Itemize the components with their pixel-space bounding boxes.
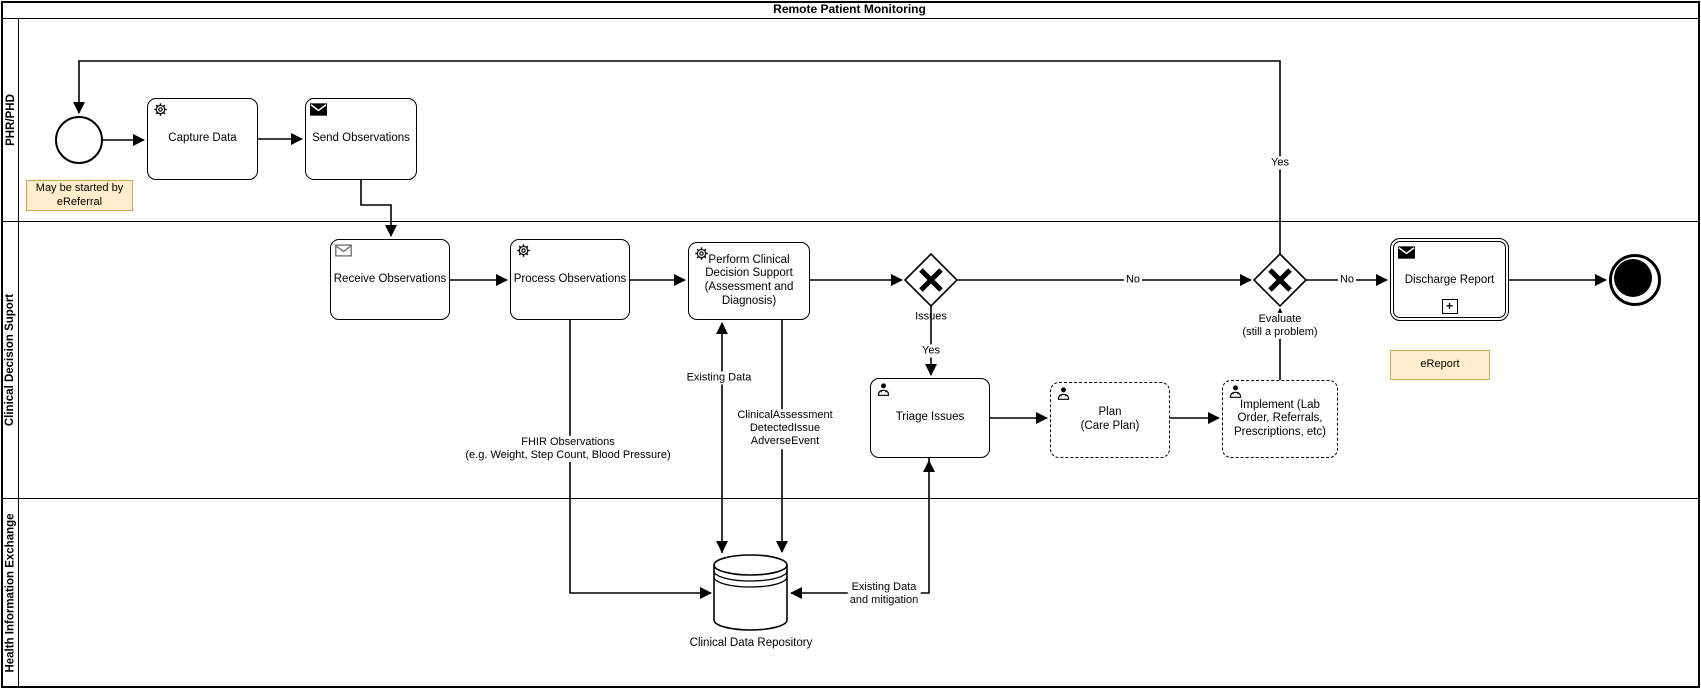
gateway-label-issues: Issues <box>915 310 947 323</box>
task-perform-clinical-decision-support[interactable]: Perform Clinical Decision Support (Asses… <box>688 242 810 320</box>
pool-title: Remote Patient Monitoring <box>773 2 926 16</box>
flow-label-yes-return: Yes <box>1269 156 1291 170</box>
flow-label-existing-data-and-mitigation: Existing Data and mitigation <box>847 580 921 608</box>
flow-process-to-datastore[interactable] <box>569 320 712 599</box>
flow-evaluate-yes-return-to-start[interactable] <box>73 60 1281 254</box>
subprocess-inner-border: Discharge Report + <box>1393 241 1506 318</box>
exclusive-x-icon <box>919 268 943 292</box>
note-text: May be started by eReferral <box>35 181 124 208</box>
task-capture-data[interactable]: Capture Data <box>147 98 258 180</box>
datastore-clinical-data-repository[interactable] <box>713 554 788 631</box>
user-icon <box>1057 387 1070 400</box>
note-ereport[interactable]: eReport <box>1390 350 1490 380</box>
title-separator <box>1 18 1698 19</box>
task-label: Plan (Care Plan) <box>1080 406 1140 432</box>
gateway-label-evaluate: Evaluate (still a problem) <box>1240 312 1320 340</box>
subprocess-discharge-report[interactable]: Discharge Report + <box>1390 238 1509 321</box>
task-label: Process Observations <box>513 272 627 285</box>
send-message-icon <box>1398 246 1415 259</box>
flow-label-cds-outputs: ClinicalAssessment DetectedIssue Adverse… <box>735 409 835 449</box>
lane-separator-1 <box>1 221 1698 222</box>
flow-label-yes-to-triage: Yes <box>920 344 942 358</box>
user-icon <box>1229 385 1242 398</box>
flow-label-fhir-observations: FHIR Observations (e.g. Weight, Step Cou… <box>463 435 673 463</box>
task-send-observations[interactable]: Send Observations <box>305 98 417 180</box>
gear-icon <box>154 103 167 116</box>
terminate-icon <box>1614 259 1652 297</box>
task-label: Discharge Report <box>1404 273 1495 286</box>
datastore-label: Clinical Data Repository <box>689 637 813 650</box>
task-label: Implement (Lab Order, Referrals, Prescri… <box>1233 398 1327 438</box>
task-label: Receive Observations <box>333 272 447 285</box>
receive-message-icon <box>335 244 352 257</box>
exclusive-x-icon <box>1268 268 1292 292</box>
gateway-issues[interactable] <box>903 252 959 308</box>
gear-icon <box>695 247 708 260</box>
end-event-terminate[interactable] <box>1609 254 1661 306</box>
task-label: Perform Clinical Decision Support (Asses… <box>704 253 794 307</box>
task-triage-issues[interactable]: Triage Issues <box>870 378 990 458</box>
start-event[interactable] <box>55 116 103 164</box>
flow-send-to-receive[interactable] <box>360 180 397 237</box>
task-receive-observations[interactable]: Receive Observations <box>330 239 450 320</box>
task-plan-care-plan[interactable]: Plan (Care Plan) <box>1050 382 1170 458</box>
flow-triage-to-datastore[interactable] <box>790 458 930 599</box>
task-label: Capture Data <box>168 132 237 145</box>
task-label: Triage Issues <box>895 411 965 424</box>
flow-label-existing-data: Existing Data <box>684 371 754 385</box>
task-implement[interactable]: Implement (Lab Order, Referrals, Prescri… <box>1222 380 1338 458</box>
gear-icon <box>517 244 530 257</box>
lane-header-separator <box>18 18 19 686</box>
lane-separator-2 <box>1 498 1698 499</box>
flow-label-no-to-discharge: No <box>1337 273 1357 287</box>
task-process-observations[interactable]: Process Observations <box>510 239 630 320</box>
note-may-be-started-by-ereferral[interactable]: May be started by eReferral <box>26 180 133 211</box>
task-label: Send Observations <box>312 132 410 145</box>
note-text: eReport <box>1420 358 1460 371</box>
user-icon <box>877 383 890 396</box>
send-message-icon <box>310 103 327 116</box>
subprocess-expand-icon[interactable]: + <box>1441 299 1458 314</box>
flow-label-no-to-evaluate: No <box>1123 273 1143 287</box>
gateway-evaluate[interactable] <box>1252 252 1308 308</box>
